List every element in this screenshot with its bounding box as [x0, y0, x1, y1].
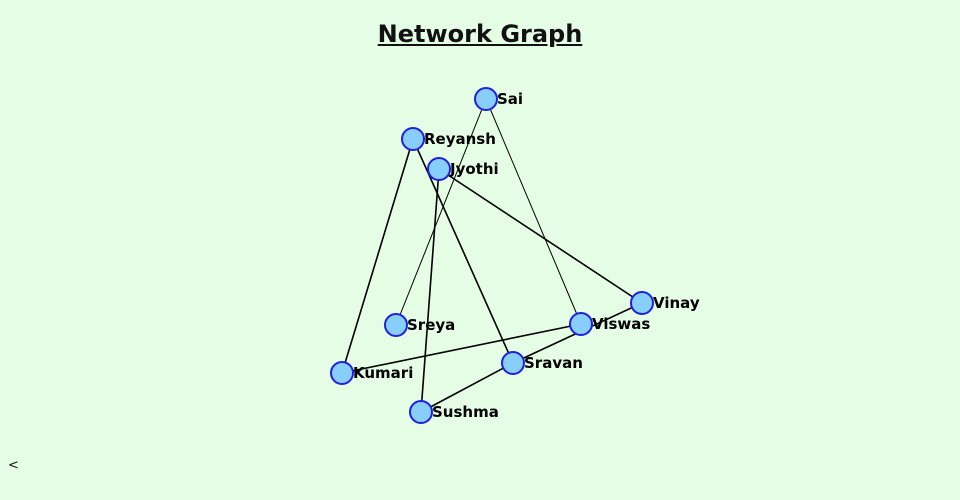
node-reyansh[interactable] [401, 127, 425, 151]
node-label-sushma: Sushma [432, 403, 499, 421]
page-title: Network Graph [377, 20, 583, 48]
node-label-sravan: Sravan [524, 354, 583, 372]
edge-sravan-sushma [420, 362, 514, 413]
node-sai[interactable] [474, 87, 498, 111]
edge-jyothi-sushma [420, 168, 440, 413]
node-label-sreya: Sreya [407, 316, 455, 334]
node-label-reyansh: Reyansh [424, 130, 496, 148]
node-label-jyothi: Jyothi [449, 160, 499, 178]
node-kumari[interactable] [330, 361, 354, 385]
node-sravan[interactable] [501, 351, 525, 375]
edge-sai-sreya [395, 98, 487, 326]
node-label-vinay: Vinay [653, 294, 700, 312]
node-sushma[interactable] [409, 400, 433, 424]
node-sreya[interactable] [384, 313, 408, 337]
edge-jyothi-vinay [438, 168, 643, 304]
node-label-kumari: Kumari [353, 364, 413, 382]
edge-reyansh-kumari [341, 138, 414, 374]
node-label-viswas: Viswas [592, 315, 650, 333]
node-label-sai: Sai [497, 90, 523, 108]
edge-sai-viswas [485, 98, 582, 325]
node-vinay[interactable] [630, 291, 654, 315]
node-jyothi[interactable] [427, 157, 451, 181]
edge-viswas-kumari [341, 323, 582, 374]
corner-text: < [8, 458, 19, 473]
node-viswas[interactable] [569, 312, 593, 336]
